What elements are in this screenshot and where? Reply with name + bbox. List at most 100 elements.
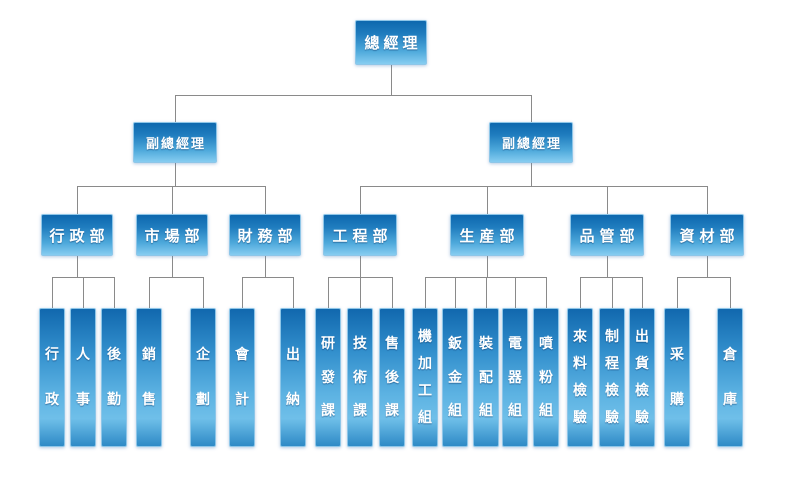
label-char: 貨 xyxy=(635,356,649,372)
org-node-label: 人事 xyxy=(71,309,95,446)
connector-line xyxy=(172,256,173,277)
label-char: 檢 xyxy=(605,383,619,399)
label-char: 組 xyxy=(418,410,432,426)
org-node-label: 企劃 xyxy=(191,309,215,446)
connector-line xyxy=(455,277,456,308)
org-node-label: 鈑金組 xyxy=(443,309,467,446)
org-node-d2: 市場部 xyxy=(136,214,208,256)
org-node-label: 裝配組 xyxy=(474,309,498,446)
org-node-dgm2: 副總經理 xyxy=(489,122,573,163)
org-node-l17: 制程檢驗 xyxy=(599,308,625,447)
label-char: 課 xyxy=(353,403,367,420)
connector-line xyxy=(360,277,361,308)
connector-line xyxy=(531,95,532,122)
connector-line xyxy=(391,65,392,95)
connector-line xyxy=(242,277,243,308)
org-node-l1: 行政 xyxy=(39,308,65,447)
org-node-label: 財務部 xyxy=(237,226,298,245)
org-node-d3: 財務部 xyxy=(229,214,301,256)
connector-line xyxy=(546,277,547,308)
label-char: 課 xyxy=(385,403,399,420)
org-node-label: 售後課 xyxy=(380,309,404,446)
connector-line xyxy=(531,163,532,186)
org-node-l10: 售後課 xyxy=(379,308,405,447)
label-char: 器 xyxy=(508,369,522,386)
label-char: 機 xyxy=(418,329,432,345)
label-char: 政 xyxy=(45,392,59,408)
org-node-l18: 出貨檢驗 xyxy=(629,308,655,447)
label-char: 售 xyxy=(142,392,156,408)
label-char: 倉 xyxy=(723,347,737,363)
label-char: 納 xyxy=(286,392,300,408)
connector-line xyxy=(677,277,678,308)
label-char: 裝 xyxy=(479,335,493,352)
connector-line xyxy=(265,186,266,214)
org-node-l15: 噴粉組 xyxy=(533,308,559,447)
org-node-label: 生産部 xyxy=(459,226,520,245)
label-char: 銷 xyxy=(142,347,156,363)
connector-line xyxy=(83,277,84,308)
connector-line xyxy=(487,256,488,277)
org-node-d5: 生産部 xyxy=(450,214,524,256)
label-char: 購 xyxy=(670,392,684,408)
label-char: 發 xyxy=(321,369,335,386)
org-node-l3: 後勤 xyxy=(101,308,127,447)
label-char: 人 xyxy=(76,347,90,363)
org-node-label: 行政 xyxy=(40,309,64,446)
label-char: 後 xyxy=(107,347,121,363)
label-char: 組 xyxy=(508,403,522,420)
org-node-l14: 電器組 xyxy=(502,308,528,447)
label-char: 組 xyxy=(539,403,553,420)
label-char: 檢 xyxy=(573,383,587,399)
org-node-label: 副總經理 xyxy=(145,137,206,152)
org-node-label: 研發課 xyxy=(316,309,340,446)
connector-line xyxy=(425,277,426,308)
connector-line xyxy=(77,256,78,277)
org-node-label: 品管部 xyxy=(579,226,640,245)
org-node-label: 行政部 xyxy=(49,226,110,245)
org-node-label: 出貨檢驗 xyxy=(630,309,654,446)
org-node-l20: 倉庫 xyxy=(717,308,743,447)
org-node-dgm1: 副總經理 xyxy=(133,122,217,163)
connector-line xyxy=(149,277,204,278)
label-char: 計 xyxy=(235,392,249,408)
org-node-l11: 機加工組 xyxy=(412,308,438,447)
connector-line xyxy=(360,186,361,214)
connector-line xyxy=(149,277,150,308)
org-node-label: 市場部 xyxy=(144,226,205,245)
connector-line xyxy=(642,277,643,308)
org-node-d7: 資材部 xyxy=(670,214,744,256)
label-char: 電 xyxy=(508,335,522,352)
label-char: 來 xyxy=(573,329,587,345)
label-char: 技 xyxy=(353,335,367,352)
connector-line xyxy=(265,256,266,277)
org-node-label: 總經理 xyxy=(364,34,422,52)
connector-line xyxy=(707,186,708,214)
org-node-label: 噴粉組 xyxy=(534,309,558,446)
connector-line xyxy=(580,277,643,278)
label-char: 程 xyxy=(605,356,619,372)
org-node-l12: 鈑金組 xyxy=(442,308,468,447)
label-char: 驗 xyxy=(605,410,619,426)
org-node-label: 後勤 xyxy=(102,309,126,446)
org-node-label: 副總經理 xyxy=(501,137,562,152)
connector-line xyxy=(175,95,176,122)
connector-line xyxy=(730,277,731,308)
label-char: 制 xyxy=(605,329,619,345)
connector-line xyxy=(203,277,204,308)
org-node-l13: 裝配組 xyxy=(473,308,499,447)
org-node-label: 倉庫 xyxy=(718,309,742,446)
label-char: 粉 xyxy=(539,369,553,386)
connector-line xyxy=(486,277,487,308)
connector-line xyxy=(392,277,393,308)
connector-line xyxy=(677,277,731,278)
org-node-d4: 工程部 xyxy=(323,214,397,256)
label-char: 行 xyxy=(45,347,59,363)
connector-line xyxy=(515,277,516,308)
label-char: 金 xyxy=(448,369,462,386)
connector-line xyxy=(580,277,581,308)
org-node-l6: 會計 xyxy=(229,308,255,447)
label-char: 會 xyxy=(235,347,249,363)
label-char: 劃 xyxy=(196,392,210,408)
